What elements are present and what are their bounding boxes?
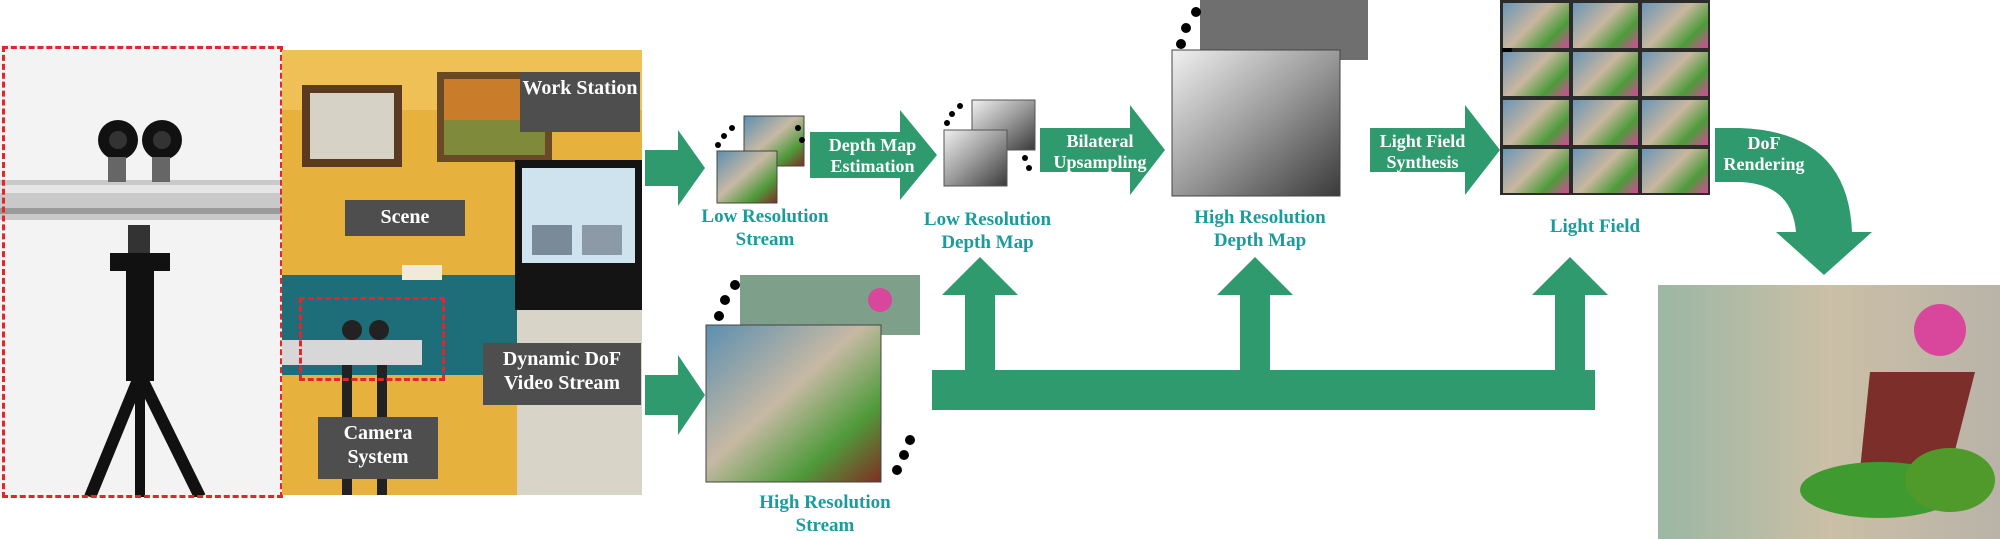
low-res-frame-front [716,150,778,204]
light-field-view [1642,51,1708,96]
camera-closeup-dashed-frame [2,46,283,498]
guidance-bracket [932,257,1608,410]
light-field-view [1642,3,1708,48]
work-station-callout: Work Station [520,72,640,132]
camera-system-callout: Camera System [318,417,438,479]
light-field-synthesis-label: Light Field Synthesis [1379,131,1466,172]
depth-map-estimation-label: Depth Map Estimation [828,135,917,176]
light-field-view [1503,51,1569,96]
light-field-view [1642,148,1708,193]
light-field-view [1572,51,1639,96]
light-field-view [1572,148,1639,193]
low-res-depth-label: Low Resolution Depth Map [923,209,1052,254]
light-field-synthesis-arrow [1370,105,1500,195]
dynamic-dof-callout: Dynamic DoF Video Stream [483,343,641,405]
dof-rendering-label: DoF Rendering [1723,133,1805,174]
scene-callout: Scene [345,200,465,236]
high-res-stream-label: High Resolution Stream [759,492,891,537]
light-field-cells [1503,3,1708,193]
high-res-depth-label: High Resolution Depth Map [1194,207,1326,252]
high-res-stream-front [705,324,882,483]
dof-rendering-arrow [1715,128,1872,275]
bilateral-upsampling-arrow [1040,105,1165,195]
high-res-depth-front [1171,49,1341,197]
low-res-depth-front [943,129,1008,187]
light-field-view [1642,100,1708,145]
light-field-view [1503,3,1569,48]
bilateral-upsampling-label: Bilateral Upsampling [1053,131,1147,172]
camera-closeup-photo [0,45,282,497]
light-field-view [1572,100,1639,145]
light-field-view [1503,100,1569,145]
depth-map-estimation-arrow [810,110,937,200]
light-field-view [1572,3,1639,48]
light-field-view [1503,148,1569,193]
light-field-label: Light Field [1549,216,1641,237]
arrow-to-high-res-stream [645,355,705,435]
low-res-stream-label: Low Resolution Stream [701,206,829,251]
camera-system-dashed-frame [299,297,445,381]
arrow-to-low-res-stream [645,130,705,206]
